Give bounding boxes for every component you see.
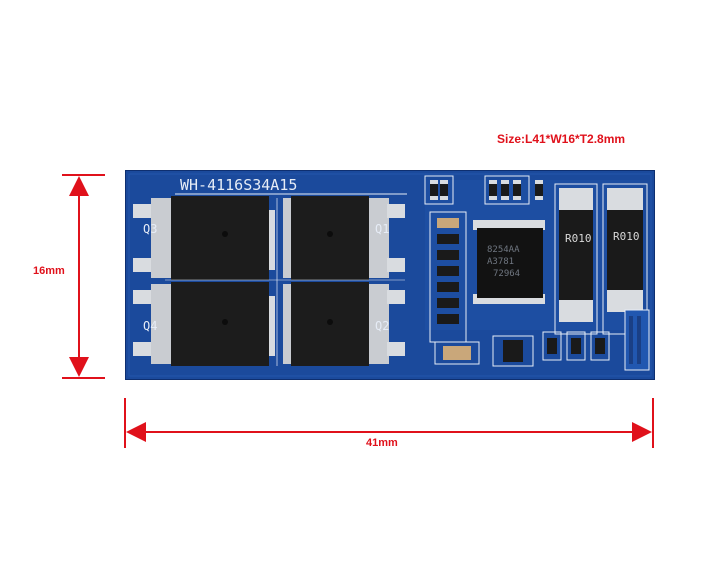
chip-marking-3: 72964 bbox=[493, 269, 520, 279]
size-label: Size:L41*W16*T2.8mm bbox=[497, 132, 626, 146]
shunt-resistor-1: R010 bbox=[554, 183, 598, 335]
edge-connector-pads bbox=[624, 309, 650, 371]
shunt-marking-1: R010 bbox=[565, 232, 592, 245]
height-label: 16mm bbox=[33, 265, 65, 277]
silkscreen-model: WH-4116S34A15 bbox=[180, 176, 297, 194]
label-q1: Q1 bbox=[375, 222, 389, 236]
smd-bottom-row bbox=[434, 331, 610, 367]
mosfet-q2 bbox=[283, 282, 405, 366]
smd-top-row bbox=[424, 175, 543, 205]
pcb-board: WH-4116S34A15 Q3 Q1 Q4 Q2 bbox=[125, 170, 655, 380]
label-q4: Q4 bbox=[143, 319, 157, 333]
chip-marking-2: A3781 bbox=[487, 257, 514, 267]
mosfet-q3 bbox=[133, 196, 275, 280]
smd-left-column bbox=[429, 211, 467, 343]
chip-marking-1: 8254AA bbox=[487, 245, 520, 255]
protection-ic: 8254AA A3781 72964 bbox=[473, 220, 545, 304]
mosfet-q1 bbox=[283, 196, 405, 280]
label-q3: Q3 bbox=[143, 222, 157, 236]
shunt-resistor-2: R010 bbox=[602, 183, 648, 335]
mosfet-q4 bbox=[133, 282, 275, 366]
label-q2: Q2 bbox=[375, 319, 389, 333]
width-label: 41mm bbox=[366, 437, 398, 449]
shunt-marking-2: R010 bbox=[613, 230, 640, 243]
